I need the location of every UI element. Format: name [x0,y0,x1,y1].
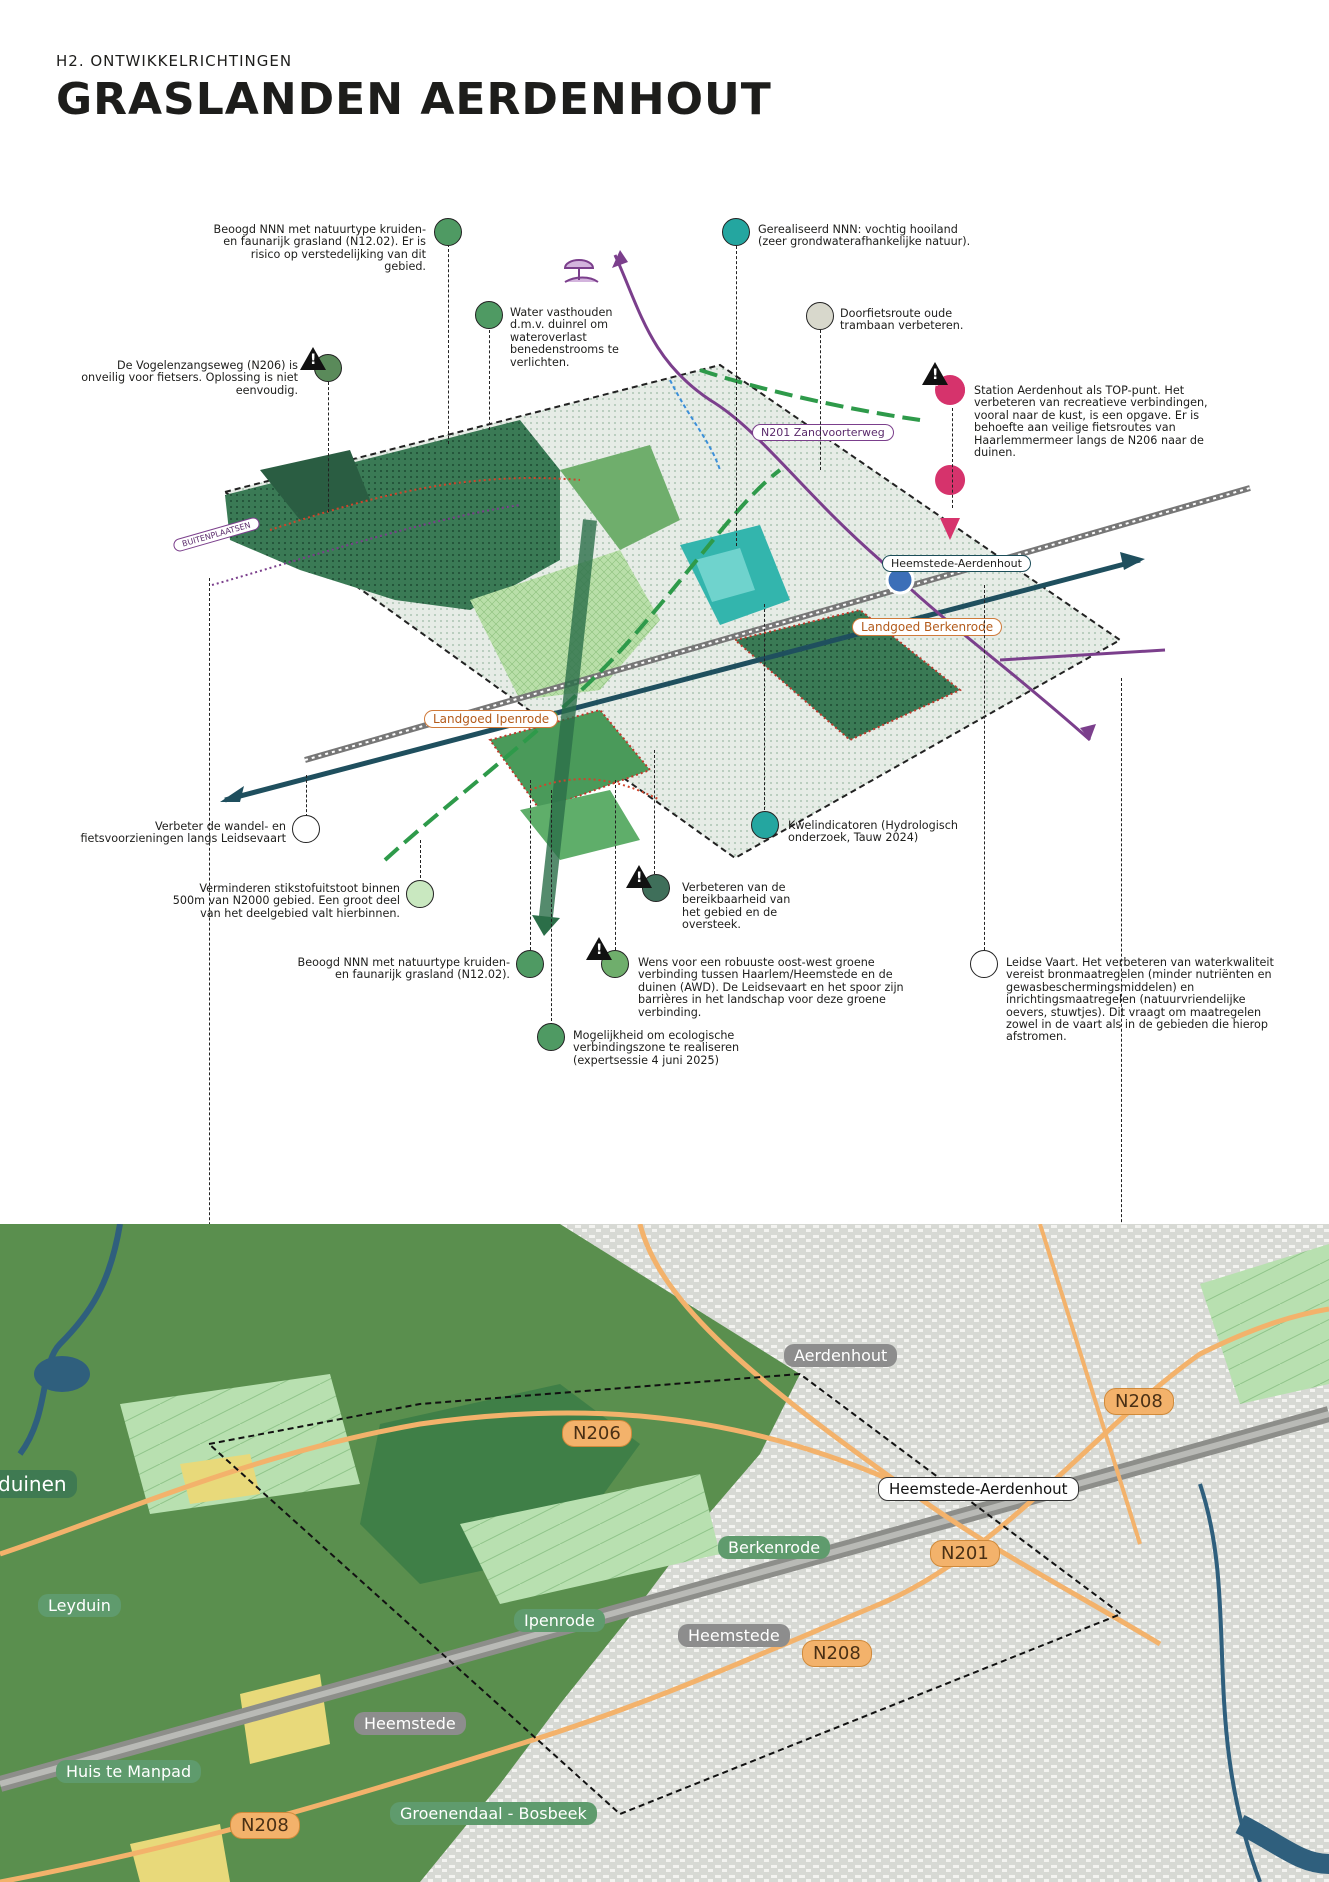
map-label-aerdenhout: Aerdenhout [784,1344,898,1367]
realised-nnn-icon [722,218,750,246]
page-title: GRASLANDEN AERDENHOUT [56,74,772,125]
axonometric-diagram [211,250,1251,936]
nitrogen-icon [406,880,434,908]
map-label-n201: N201 [930,1540,1000,1567]
annotation-access: Verbeteren van de bereikbaarheid van het… [682,881,791,932]
leidse-vaart-icon [970,950,998,978]
map-label-n208-c: N208 [230,1812,300,1839]
annotation-vogelenzang: De Vogelenzangseweg (N206) is onveilig v… [81,359,298,397]
leader-line [820,330,821,470]
annotation-ecozone: Mogelijkheid om ecologische verbindingsz… [573,1029,740,1067]
leader-line [654,750,655,874]
stream [669,379,721,471]
annotation-nnn-bottom: Beoogd NNN met natuurtype kruiden- en fa… [297,956,510,982]
leader-line [448,244,449,444]
leader-line [952,408,953,508]
leader-line-to-map [209,578,210,1445]
label-zandvoorterweg: N201 Zandvoorterweg [752,424,894,441]
map-label-n208-b: N208 [802,1640,872,1667]
annotation-cycle: Doorfietsroute oude trambaan verbeteren. [840,307,964,333]
label-station-axo: Heemstede-Aerdenhout [882,555,1031,572]
annotation-leidsevaart-walk: Verbeter de wandel- en fietsvoorzieninge… [80,820,286,846]
annotation-leidse-vaart: Leidse Vaart. Het verbeteren van waterkw… [1006,956,1274,1044]
warning-icon: ! [626,865,652,888]
water-retention-icon [475,301,503,329]
urban-area [420,1224,1329,1882]
fields-area [460,1474,720,1604]
beach-icon [563,259,599,283]
leader-line [764,604,765,810]
map-label-groenendaal: Groenendaal - Bosbeek [390,1802,597,1825]
annotation-nitrogen: Verminderen stikstofuitstoot binnen 500m… [172,882,400,920]
map-label-duinen: duinen [0,1470,77,1498]
leader-line [420,840,421,878]
leader-line [551,790,552,1026]
map-label-n208: N208 [1104,1388,1174,1415]
green-corridor [383,468,782,862]
road-n206 [0,1410,902,1557]
annotation-kwel: Kwelindicatoren (Hydrologisch onderzoek,… [788,819,958,845]
warning-icon: ! [586,937,612,960]
eco-zone-icon [537,1023,565,1051]
leader-line [615,780,616,950]
map-label-heemstede: Heemstede [678,1624,790,1647]
label-ipenrode-axo: Landgoed Ipenrode [424,710,559,728]
map-label-n206: N206 [562,1420,632,1447]
leader-line-to-map [1121,678,1122,1618]
top-pin [935,465,966,540]
warning-icon: ! [922,362,948,385]
berkenrode-estate [732,608,962,742]
nnn-grassland-icon [516,950,544,978]
cycle-route-icon [806,302,834,330]
forest-area [225,420,560,610]
label-top-2: TOP [936,505,964,519]
warning-icon: ! [300,347,326,370]
leader-line [736,246,737,546]
map-label-berkenrode: Berkenrode [718,1536,831,1559]
leader-line [306,775,307,817]
map-label-huis-te-manpad: Huis te Manpad [56,1760,202,1783]
canal [17,1224,123,1456]
leader-line [328,382,329,512]
leader-line [530,780,531,950]
eco-corridor-arrow [538,519,597,926]
leader-line [489,330,490,430]
map-label-leyduin: Leyduin [38,1594,121,1617]
road-n208 [0,1306,1329,1882]
leidsevaart-walk-icon [292,815,320,843]
annotation-greenlink: Wens voor een robuuste oost-west groene … [638,956,904,1019]
annotation-realised: Gerealiseerd NNN: vochtig hooiland (zeer… [758,223,971,249]
map-label-ipenrode: Ipenrode [514,1609,605,1632]
leidsevaart-arrow [224,557,1141,803]
annotation-station: Station Aerdenhout als TOP-punt. Het ver… [974,384,1208,460]
label-berkenrode-axo: Landgoed Berkenrode [852,618,1003,636]
annotation-nnn-top: Beoogd NNN met natuurtype kruiden- en fa… [213,223,426,274]
section-label: H2. ONTWIKKELRICHTINGEN [56,52,293,70]
map-label-heemstede-b: Heemstede [354,1712,466,1735]
map-label-station: Heemstede-Aerdenhout [878,1477,1079,1501]
nnn-grassland-icon [434,218,462,246]
kwel-icon [751,811,779,839]
leader-line [984,585,985,955]
recreation-route [613,254,1091,742]
annotation-water: Water vasthouden d.m.v. duinrel om water… [510,306,619,369]
grassland-area [470,550,660,700]
context-map [0,1224,1329,1882]
